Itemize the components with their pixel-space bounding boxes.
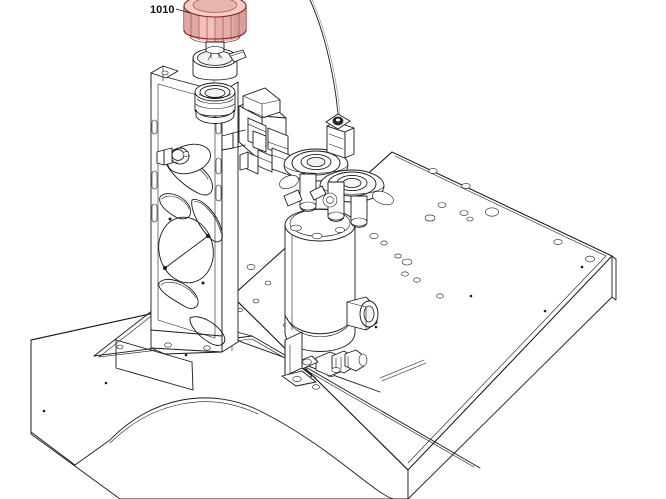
callout-1010-label: 1010 bbox=[150, 4, 174, 16]
loose-hardware-marks bbox=[379, 359, 427, 382]
canister-side-boss bbox=[346, 296, 379, 331]
vertical-mount-plate bbox=[150, 65, 239, 355]
hose-line bbox=[309, 0, 341, 115]
plate-boss-fitting bbox=[156, 143, 211, 175]
canister-support-bracket bbox=[281, 331, 341, 387]
callout-1010[interactable]: 1010 bbox=[150, 4, 191, 16]
valve-manifold-block bbox=[221, 87, 293, 177]
filter-head-ports bbox=[279, 113, 394, 228]
filler-cap bbox=[183, 0, 247, 59]
filler-neck bbox=[194, 82, 236, 124]
cap-gasket-ring bbox=[192, 47, 247, 81]
callout-1010-leader-line bbox=[175, 8, 191, 14]
